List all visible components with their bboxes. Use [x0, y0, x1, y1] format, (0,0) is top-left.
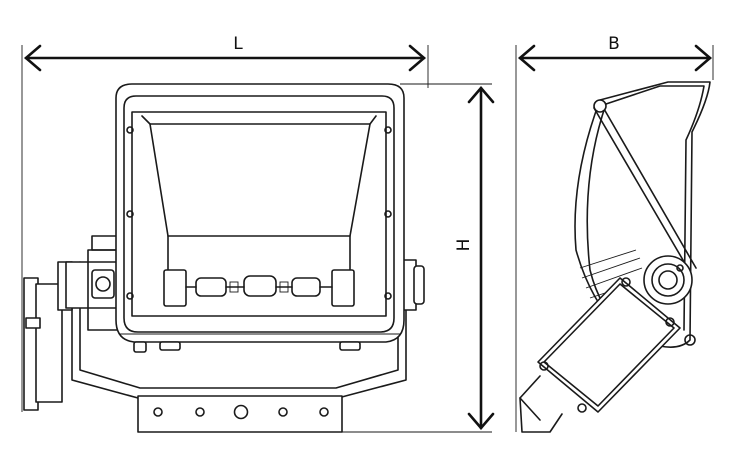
bracket-hole	[153, 407, 163, 417]
side-bracket	[519, 277, 681, 433]
dimension-B-label: B	[608, 34, 620, 54]
bracket-hole	[233, 404, 249, 420]
dimension-H-label: H	[454, 239, 474, 252]
front-view: L H	[21, 34, 495, 433]
lamp-tube	[163, 269, 355, 307]
side-view: B	[515, 34, 714, 433]
dimension-L-label: L	[233, 34, 243, 54]
bracket-hole	[319, 407, 329, 417]
lamp-housing	[115, 83, 405, 353]
pivot-hub	[643, 255, 696, 346]
dimension-B: B	[515, 34, 714, 432]
cable-gland-assembly	[23, 235, 125, 411]
bracket-hole	[195, 407, 205, 417]
bracket-hole	[278, 407, 288, 417]
mounting-bracket	[71, 261, 407, 433]
dimension-L: L	[21, 34, 429, 412]
